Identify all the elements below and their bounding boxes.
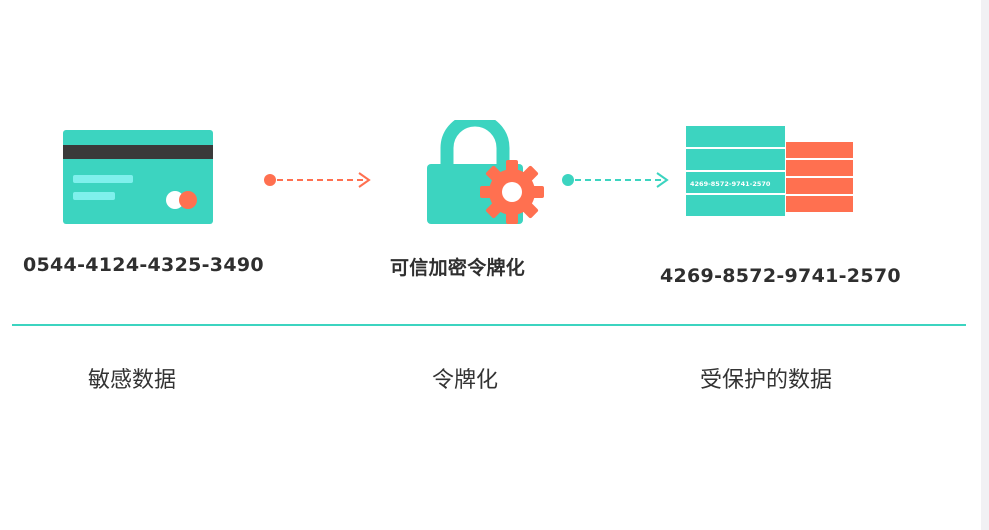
- sensitive-data-label: 敏感数据: [88, 368, 177, 393]
- scrollbar[interactable]: [981, 0, 989, 530]
- protected-data-inner-text: 4269-8572-9741-2570: [690, 180, 771, 188]
- credit-card-icon: [63, 130, 215, 224]
- tokenization-label: 令牌化: [432, 368, 499, 393]
- protected-data-icon: 4269-8572-9741-2570: [686, 126, 856, 218]
- tokenization-title: 可信加密令牌化: [390, 257, 526, 279]
- arrow-right-icon: [561, 170, 673, 190]
- protected-data-value: 4269-8572-9741-2570: [660, 265, 901, 287]
- sensitive-data-value: 0544-4124-4325-3490: [23, 254, 264, 276]
- divider: [12, 324, 966, 326]
- arrow-right-icon: [263, 170, 375, 190]
- lock-gear-icon: [424, 120, 548, 228]
- protected-data-label: 受保护的数据: [700, 368, 833, 393]
